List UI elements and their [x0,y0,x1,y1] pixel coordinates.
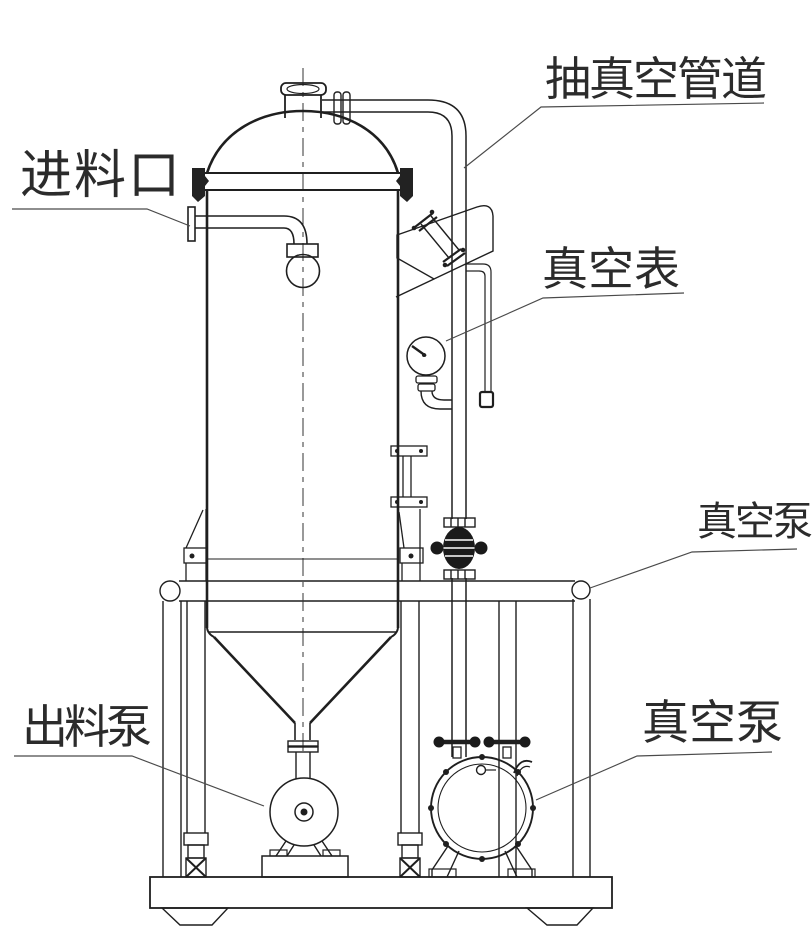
leader-vacuum-pump-upper [589,548,798,589]
discharge-pump-body [269,777,339,847]
feed-inlet-pipe [187,206,321,289]
labels: 抽真空管道 进料口 真空表 真空泵 真空泵 出料泵 [20,52,812,754]
flange-bolt-right [396,168,413,202]
support-frame [149,580,613,926]
label-vacuum-gauge: 真空表 [542,242,680,296]
gauge-dial [406,336,446,376]
leader-vacuum-gauge [445,292,685,342]
branch-pipe [466,263,495,409]
vacuum-tank [192,68,413,779]
tank-cone [213,636,296,724]
support-lug-right [398,509,424,581]
leader-discharge-pump [14,755,265,807]
label-vacuum-pump-lower: 真空泵 [642,696,783,751]
leader-vacuum-pump-lower [535,751,773,801]
pipe-end-fitting [478,390,495,409]
outlet-flange [287,740,319,747]
pipe-flange-ring [333,91,342,125]
label-vacuum-pump-upper: 真空泵 [697,499,812,545]
discharge-pump-base [261,855,349,878]
frame-leg-front-left [183,601,209,878]
flange-bolt-left [192,168,209,202]
pipeline-valve [430,517,488,580]
label-discharge-pump: 出料泵 [22,700,151,754]
label-vacuum-suction-pipeline: 抽真空管道 [545,52,766,106]
support-lug-left [183,509,208,581]
level-sight-glass [390,445,428,508]
rail-end-cap-right [571,580,591,600]
feed-inlet-flange [187,206,196,242]
vacuum-pipeline [322,91,467,757]
base-foot-left [160,907,230,926]
spray-ball [285,253,321,289]
tank-dome [205,109,400,174]
leader-lines [12,102,798,807]
base-foot-right [525,907,595,926]
vacuum-gauge-assembly [406,336,452,410]
frame-leg-middle [397,601,423,878]
leader-feed-inlet [12,208,191,227]
leader-vacuum-pipeline [463,102,765,169]
label-feed-inlet: 进料口 [20,146,182,206]
vacuum-pump [428,736,536,878]
top-nozzle [280,82,327,118]
discharge-pump [261,777,349,878]
base-plate [149,876,613,909]
diagonal-sight-assembly [395,204,494,298]
rail-end-cap-left [159,580,181,602]
